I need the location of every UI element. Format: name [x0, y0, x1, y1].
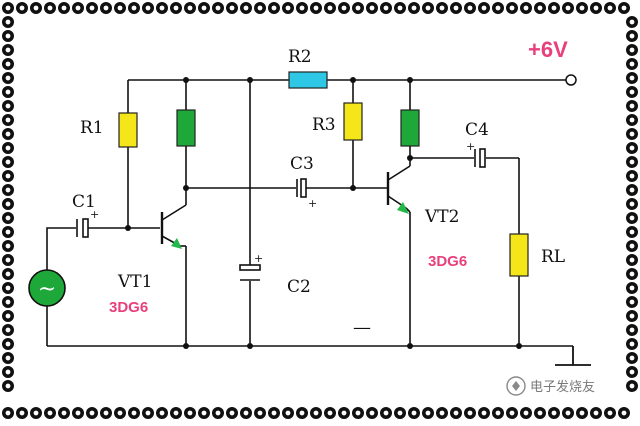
transistor-vt2	[386, 158, 411, 213]
c3-polarity: +	[308, 197, 317, 210]
resistor-r1	[118, 112, 138, 148]
label-r1: R1	[80, 118, 104, 138]
label-r3: R3	[312, 115, 336, 135]
watermark-logo-icon	[506, 376, 526, 396]
wire-source-c1	[46, 227, 76, 270]
ground-icon	[555, 346, 591, 366]
minus-mark: —	[353, 317, 371, 338]
label-c4: C4	[465, 120, 489, 140]
ac-source-icon	[28, 269, 66, 307]
label-c1: C1	[72, 192, 96, 212]
label-c2: C2	[287, 277, 311, 297]
junctions	[125, 77, 522, 349]
capacitor-c4	[474, 148, 486, 168]
vt1-emitter-arrow	[171, 238, 182, 249]
resistor-rc1	[176, 109, 196, 147]
c4-polarity: +	[466, 140, 475, 153]
label-c3: C3	[290, 154, 314, 174]
watermark-text: 电子发烧友	[530, 379, 595, 395]
ac-source-symbol: ~	[38, 277, 56, 302]
c2-polarity: +	[254, 252, 263, 265]
label-r2: R2	[288, 47, 312, 67]
resistor-r2	[288, 71, 328, 89]
wires	[46, 79, 573, 347]
capacitor-c2	[239, 264, 261, 281]
capacitor-c1	[76, 218, 89, 238]
resistor-rc2	[400, 109, 420, 147]
capacitor-c3	[296, 178, 307, 198]
label-vt1: VT1	[117, 272, 152, 292]
terminal-icon	[565, 74, 577, 86]
label-vt2: VT2	[424, 207, 459, 227]
supply-label: +6V	[528, 37, 568, 62]
label-rl: RL	[541, 247, 565, 267]
c1-polarity: +	[90, 208, 99, 221]
transistor-vt1	[160, 188, 187, 247]
resistor-rl	[509, 233, 529, 277]
model-vt1: 3DG6	[109, 299, 148, 316]
vt2-emitter-arrow	[397, 202, 409, 214]
model-vt2: 3DG6	[428, 253, 467, 270]
resistor-r3	[343, 102, 363, 141]
scalloped-border	[2, 2, 638, 419]
